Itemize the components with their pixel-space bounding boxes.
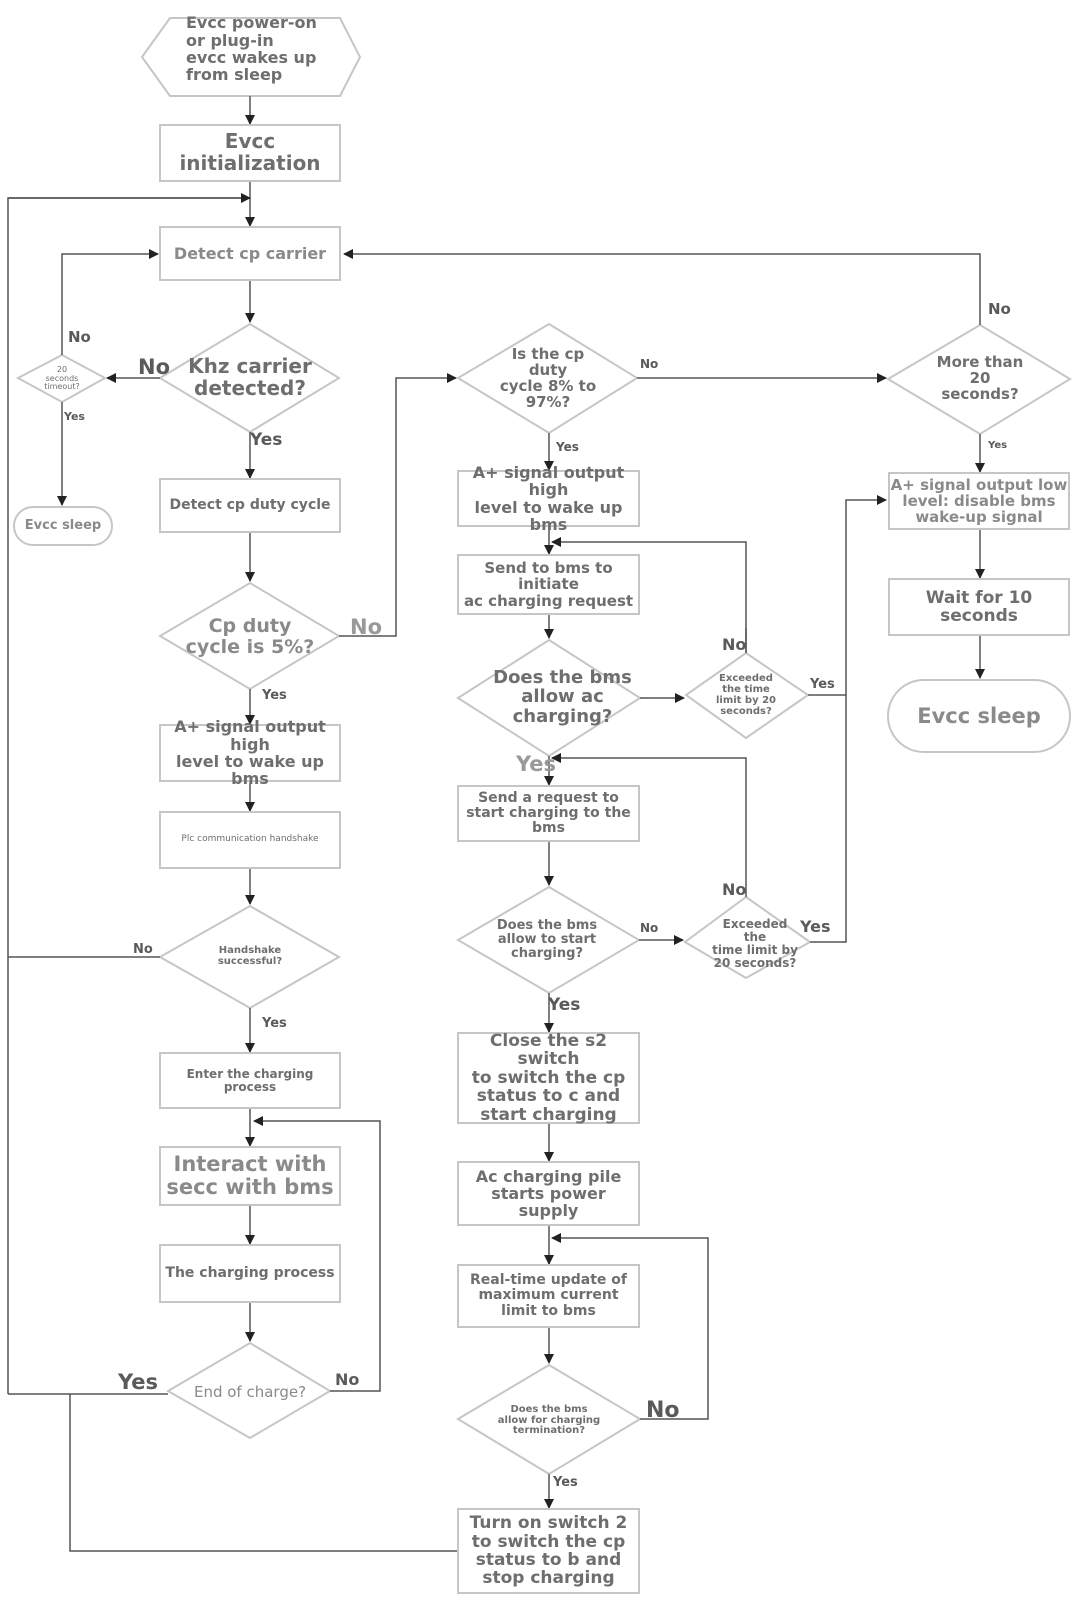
a-plus-high-left-box: A+ signal output high level to wake up b…	[159, 718, 341, 787]
duty897-node: Is the cp duty cycle 8% to 97%?	[499, 344, 597, 412]
exceeded1-node: Exceeded the time limit by 20 seconds?	[715, 673, 777, 717]
label-yes-bms-start: Yes	[548, 995, 581, 1015]
exceeded1-diamond	[684, 651, 810, 740]
label-yes-more20: Yes	[988, 440, 1008, 451]
label-yes-bms-ac: Yes	[516, 752, 557, 776]
init-box: Evcc initialization	[159, 124, 341, 182]
realtime-update-box: Real-time update of maximum current limi…	[457, 1264, 640, 1328]
sleep-right-node: Evcc sleep	[917, 703, 1041, 728]
label-no-khz: No	[138, 355, 171, 379]
label-yes-khz: Yes	[250, 430, 283, 450]
shapes	[13, 17, 1072, 1476]
send-start-request-box: Send a request to start charging to the …	[457, 785, 640, 842]
label-yes-exceeded2: Yes	[800, 917, 831, 936]
duty5-node: Cp duty cycle is 5%?	[185, 615, 315, 658]
label-yes-handshake: Yes	[262, 1016, 287, 1031]
label-no-bms-start: No	[640, 921, 659, 935]
label-no-more20: No	[988, 300, 1011, 318]
sleep-left-node: Evcc sleep	[24, 517, 102, 533]
label-no-term: No	[646, 1398, 680, 1423]
exceeded2-node: Exceeded the time limit by 20 seconds?	[712, 917, 798, 970]
close-s2-box: Close the s2 switch to switch the cp sta…	[457, 1032, 640, 1124]
interact-secc-box: Interact with secc with bms	[159, 1146, 341, 1206]
start-node: Evcc power-on or plug-in evcc wakes up f…	[186, 13, 317, 85]
start-hexagon	[140, 17, 362, 97]
label-no-timeout: No	[68, 328, 91, 346]
label-yes-duty897: Yes	[556, 440, 579, 454]
bms-allow-start-node: Does the bms allow to start charging?	[496, 917, 598, 962]
enter-charging-box: Enter the charging process	[159, 1052, 341, 1109]
bms-allow-ac-node: Does the bms allow ac charging?	[493, 666, 632, 727]
exceeded2-diamond	[683, 895, 812, 980]
label-yes-timeout: Yes	[64, 410, 85, 423]
more20-node: More than 20 seconds?	[936, 352, 1024, 404]
bms-allow-term-node: Does the bms allow for charging terminat…	[497, 1403, 601, 1437]
label-no-end: No	[335, 1370, 360, 1389]
label-yes-exceeded1: Yes	[810, 677, 835, 692]
end-of-charge-diamond	[166, 1341, 332, 1440]
khz-detected-node: Khz carrier detected?	[188, 354, 312, 400]
ac-pile-power-box: Ac charging pile starts power supply	[457, 1161, 640, 1226]
plc-handshake-box: Plc communication handshake	[159, 811, 341, 869]
label-yes-end: Yes	[118, 1370, 159, 1394]
label-no-exceeded2: No	[722, 880, 747, 899]
connectors	[7, 96, 985, 1552]
turn-on-switch2-box: Turn on switch 2 to switch the cp status…	[457, 1508, 640, 1594]
label-yes-term: Yes	[553, 1475, 578, 1490]
sleep-left-terminal	[13, 506, 113, 546]
label-no-duty5: No	[350, 615, 383, 639]
label-no-duty897: No	[640, 357, 659, 371]
label-yes-duty5: Yes	[262, 688, 287, 703]
detect-duty-box: Detect cp duty cycle	[159, 478, 341, 533]
charging-process-box: The charging process	[159, 1244, 341, 1303]
a-plus-low-box: A+ signal output low level: disable bms …	[888, 472, 1070, 530]
handshake-node: Handshake successful?	[217, 945, 283, 967]
label-no-handshake: No	[133, 942, 153, 957]
a-plus-high-mid-box: A+ signal output high level to wake up b…	[457, 464, 640, 533]
label-no-exceeded1: No	[722, 635, 747, 654]
end-of-charge-node: End of charge?	[193, 1382, 307, 1401]
wait-10-box: Wait for 10 seconds	[888, 578, 1070, 636]
timeout-node: 20 seconds timeout?	[44, 365, 80, 392]
sleep-right-terminal	[887, 679, 1071, 753]
detect-carrier-box: Detect cp carrier	[159, 226, 341, 281]
send-ac-request-box: Send to bms to initiate ac charging requ…	[457, 554, 640, 615]
